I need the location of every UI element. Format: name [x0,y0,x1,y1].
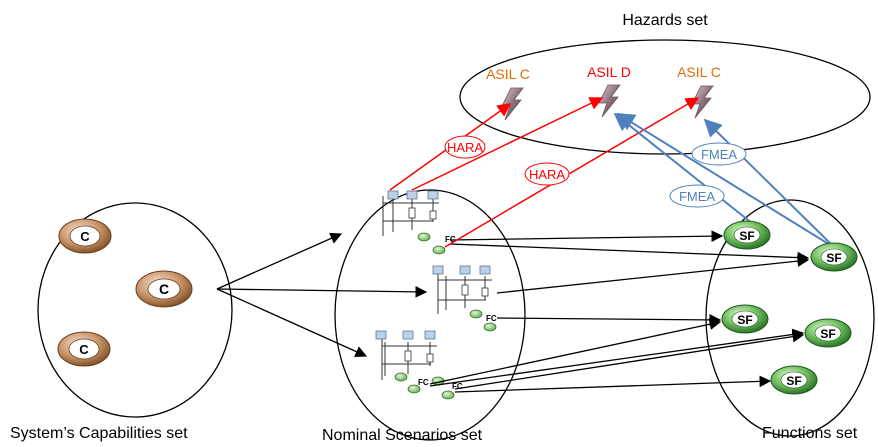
hazard-bolt-icon [691,85,714,119]
fmea-arrow [613,112,759,229]
capability-to-scenario-arrow [216,232,343,290]
capabilities-set-ellipse [37,202,233,418]
svg-text:FMEA: FMEA [679,189,715,204]
asil-label-1: ASIL C [486,66,530,82]
scenarios-set-title: Nominal Scenarios set [322,427,483,444]
svg-text:HARA: HARA [529,167,565,182]
functions-set-ellipse [705,199,875,437]
capability-node: C [135,270,193,308]
scenario-to-function-arrow [449,243,810,264]
scenario-to-function-arrow [454,375,772,393]
sf-node-label: SF [739,229,754,243]
capability-to-scenario-arrow [216,288,368,358]
scenario-icon: FC FC [375,330,463,400]
hazards-set-title: Hazards set [622,12,708,29]
sf-node-label: SF [737,313,752,327]
asil-label-2: ASIL D [587,64,631,80]
sf-node-label: SF [826,251,841,265]
capability-node: C [58,218,112,254]
fmea-arrow [616,113,836,249]
sf-node: SF [723,220,771,250]
scenario-to-function-arrow [449,230,724,243]
asil-label-3: ASIL C [677,64,721,80]
sf-node: SF [721,304,769,334]
hazard-bolt-icon [501,87,524,121]
hara-label: HARA [524,162,570,186]
scenario-to-function-arrow [496,314,722,326]
sf-node: SF [770,365,818,395]
capability-node-label: C [79,342,89,357]
fmea-arrow [703,118,836,249]
sf-node: SF [810,242,858,272]
fmea-label: FMEA [691,142,747,166]
scenario-to-function-arrow [429,318,722,385]
capabilities-set-title: System’s Capabilities set [10,425,188,442]
fc-label: FC [418,378,429,387]
hazard-bolt-icon [598,84,621,118]
hara-arrow [411,97,604,191]
scenarios-set-ellipse [334,189,526,441]
fmea-label: FMEA [669,184,725,208]
capability-node-label: C [80,229,90,244]
fc-label: FC [452,382,463,391]
sf-node: SF [804,318,852,348]
capability-node-label: C [159,281,169,297]
scenario-to-function-arrow [429,328,805,387]
scenario-icon: FC [382,190,456,255]
scenario-to-function-arrow [454,330,805,390]
sf-node-label: SF [820,327,835,341]
svg-text:HARA: HARA [447,140,483,155]
scenario-icon: FC [432,265,497,332]
functions-set-title: Functions set [762,425,858,442]
hara-arrow [444,97,700,248]
hara-label: HARA [444,135,486,159]
sf-node-label: SF [786,374,801,388]
capability-node: C [57,331,111,367]
scenario-to-function-arrow [496,255,810,294]
svg-text:FMEA: FMEA [701,147,737,162]
fc-label: FC [486,314,497,323]
capability-to-scenario-arrow [216,285,428,298]
